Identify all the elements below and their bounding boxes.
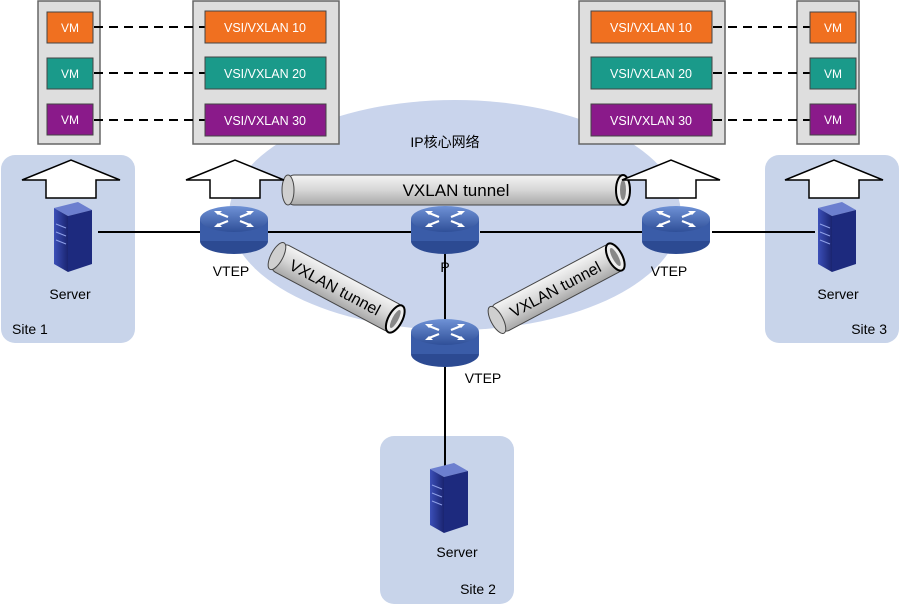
vsi-right-30-label: VSI/VXLAN 30 (610, 114, 692, 128)
vtep-bottom-label: VTEP (465, 370, 502, 386)
up-arrow-vtep-right-icon (621, 159, 721, 199)
site-1-label: Site 1 (12, 321, 48, 337)
server-site1-label: Server (49, 286, 91, 302)
site-3-label: Site 3 (851, 321, 887, 337)
vm-left-1 (46, 11, 94, 44)
server-site2-icon (429, 463, 468, 533)
vm-left-3 (46, 103, 94, 136)
p-router-icon (409, 204, 481, 255)
site-2-label: Site 2 (460, 581, 496, 597)
vsi-right-20-label: VSI/VXLAN 20 (610, 67, 692, 81)
vsi-left-30-label: VSI/VXLAN 30 (224, 114, 306, 128)
vm-right-2 (809, 57, 857, 90)
vsi-right-10-label: VSI/VXLAN 10 (610, 21, 692, 35)
up-arrows (21, 159, 884, 199)
p-label: P (440, 259, 449, 275)
vm-right-1 (809, 11, 857, 44)
vsi-left-10-label: VSI/VXLAN 10 (224, 21, 306, 35)
vsi-right-10 (590, 10, 713, 44)
server-site1-icon (53, 202, 92, 272)
vm-left-3-label: VM (61, 113, 79, 127)
vm-right-3-label: VM (824, 113, 842, 127)
vm-right-2-label: VM (824, 67, 842, 81)
vtep-right-router-icon (640, 204, 712, 255)
server-site2-label: Server (436, 544, 478, 560)
vsi-left-20-label: VSI/VXLAN 20 (224, 67, 306, 81)
vm-left-2-label: VM (61, 67, 79, 81)
vtep-bottom-router-icon (409, 317, 481, 368)
vsi-left-20 (204, 56, 327, 90)
vsi-left-30 (204, 103, 327, 137)
vsi-left-10 (204, 10, 327, 44)
vm-left-2 (46, 57, 94, 90)
vm-left-1-label: VM (61, 21, 79, 35)
vtep-left-label: VTEP (213, 263, 250, 279)
server-site3-icon (817, 202, 856, 272)
up-arrow-vtep-left-icon (185, 159, 285, 199)
network-links (98, 231, 815, 472)
tunnel-top-label: VXLAN tunnel (403, 181, 510, 200)
vtep-left-router-icon (198, 204, 270, 255)
dashed-links (94, 26, 811, 121)
up-arrow-site3-icon (784, 159, 884, 199)
server-site3-label: Server (817, 286, 859, 302)
vsi-right-20 (590, 56, 713, 90)
vm-right-1-label: VM (824, 21, 842, 35)
vsi-right-30 (590, 103, 713, 137)
vm-right-3 (809, 103, 857, 136)
up-arrow-site1-icon (21, 159, 121, 199)
core-network-label: IP核心网络 (410, 134, 479, 150)
vtep-right-label: VTEP (651, 263, 688, 279)
tunnel-top: VXLAN tunnel (281, 174, 631, 206)
